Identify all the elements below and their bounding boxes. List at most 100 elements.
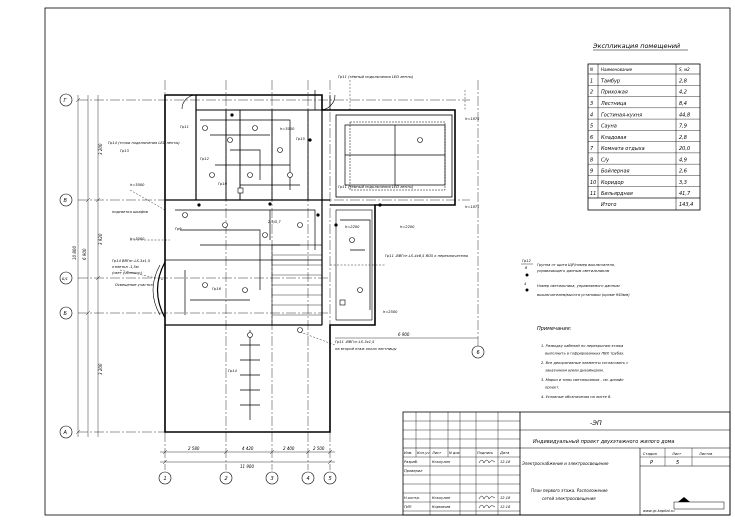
h-value-2: h=1875 <box>465 117 480 121</box>
explication-total-value: 143,4 <box>679 202 693 208</box>
name-gip: Кормачев <box>432 505 450 509</box>
h-value-6: h=2500 <box>383 310 398 314</box>
axis-label-b: Б <box>64 311 68 317</box>
stage-header: Стадия <box>643 452 658 456</box>
group-label-16: Гр16 <box>212 287 222 291</box>
date-normcontrol: 12.18 <box>500 496 511 500</box>
note-line: 4. Условные обозначения на листе 6. <box>541 395 611 399</box>
sheets-header: Листов <box>698 452 712 456</box>
plan-labels: Гр11 (тёмный подключения LED ленты) Гр11… <box>108 75 480 373</box>
explication-row-name: Тамбур <box>601 78 620 84</box>
explication-row-area: 3,3 <box>679 180 687 186</box>
explication-row-name: Бойлерная <box>601 169 630 175</box>
sheet-title-line2: сетей электроосвещения <box>542 496 596 501</box>
leader-lines <box>119 80 466 346</box>
col-koluch: Кол.уч <box>417 451 429 455</box>
explication-row-number: 7 <box>590 146 594 152</box>
cable-label-6: Гр14 ВВГнг-LS-3х1,5 <box>112 259 151 263</box>
note-line: 3. Марки и типы светильников - см. дизай… <box>541 378 624 382</box>
group-label-12: Гр12 <box>200 157 210 161</box>
col-data: Дата <box>499 451 509 455</box>
role-gip: ГИП <box>404 505 412 509</box>
cable-label-4b: на второй этаж около лестницы <box>335 347 397 351</box>
group-label-11: Гр11 <box>180 125 189 129</box>
notes-title: Примечания: <box>537 326 572 332</box>
cable-routes <box>175 90 446 420</box>
h-value-8: h=3000 <box>130 237 145 241</box>
group-label-13: Гр13 <box>120 149 130 153</box>
legend-item1-line1: Группа от щита ЩР/номер выключателя, <box>537 263 615 267</box>
note-line: 2. Все декоративные элементы согласовать… <box>541 361 628 365</box>
grid-axes <box>78 80 479 470</box>
explication-row-name: Комната отдыха <box>601 146 645 152</box>
legend-symbol-luminaire-no: 4 <box>524 282 527 286</box>
cable-label-2: Гр11 (тёмный подключения LED ленты) <box>338 185 414 189</box>
legend-symbol-number: 6 <box>525 266 528 270</box>
explication-row-area: 4,2 <box>679 90 687 96</box>
axis-label-3: 3 <box>271 476 274 482</box>
axis-label-4: 4 <box>307 476 310 482</box>
project-name: Индивидуальный проект двухэтажного жилог… <box>533 439 674 445</box>
website: www.gr-kapital.ru <box>643 509 675 513</box>
note-line: выполнить в гофрированных ПВХ трубах. <box>545 352 624 356</box>
explication-row-number: 2 <box>590 90 593 96</box>
date-developer: 12.18 <box>500 460 511 464</box>
switch-note: 2,5/5,7 <box>268 220 281 224</box>
notes-lines: 1. Разводку кабелей по перекрытию этажав… <box>541 344 628 399</box>
axis-label-a: А <box>63 430 68 436</box>
legend-switch-icon <box>525 273 529 277</box>
callout-shelf-light: подсветка шкафов <box>112 210 148 214</box>
explication-row-area: 8,4 <box>679 101 687 107</box>
axis-label-b1: Б/1 <box>62 277 68 281</box>
explication-row-number: 10 <box>590 180 596 186</box>
role-checker: Проверил <box>404 469 423 473</box>
explication-row-area: 2,8 <box>679 78 687 84</box>
explication-row-area: 2,8 <box>679 135 687 141</box>
h-value-4: h=2200 <box>345 225 360 229</box>
notes: Примечания: 1. Разводку кабелей по перек… <box>537 326 628 399</box>
col-podpis: Подпись <box>477 451 493 455</box>
title-block <box>402 411 731 516</box>
explication-row-area: 4,9 <box>679 157 687 163</box>
cable-label-6c: (свет уличного) <box>112 271 142 275</box>
h-value-7: h=3000 <box>280 127 295 131</box>
dim-bottom-3: 2 400 <box>283 446 295 451</box>
dim-bottom-2: 4 420 <box>242 446 254 451</box>
title-block-text: -ЭП Индивидуальный проект двухэтажного ж… <box>404 419 712 513</box>
col-list: Лист <box>431 451 442 455</box>
axis-label-5: 5 <box>329 476 332 482</box>
group-label-10: Гр10 <box>218 182 228 186</box>
explication-row-number: 8 <box>590 157 593 163</box>
legend-switch-icon-2 <box>525 288 529 292</box>
explication-row-number: 4 <box>590 112 593 118</box>
dim-left-mid: 6 900 <box>82 248 87 260</box>
cable-label-6b: отметка -1,5м <box>112 265 139 269</box>
switches <box>197 113 382 227</box>
stage-value: Р <box>650 460 653 466</box>
cable-label-5: Гр14 (точки подключения LED ленты) <box>108 141 180 145</box>
dim-bottom-1: 2 580 <box>188 446 200 451</box>
sheet-number: 5 <box>676 460 679 466</box>
right-wing-rooms <box>335 114 453 321</box>
note-line: проект. <box>545 386 559 390</box>
explication-row-name: Бильярдная <box>601 191 633 197</box>
dim-left-1: 3 200 <box>98 143 103 155</box>
explication-row-number: 9 <box>590 169 593 175</box>
legend-item1-line2: управляющего данным светильником <box>536 269 610 273</box>
col-ndok: N док <box>449 451 461 455</box>
axis-label-1: 1 <box>164 476 167 482</box>
role-normcontrol: Н.контр. <box>404 496 420 500</box>
luminaires <box>182 125 423 338</box>
explication-row-name: Лестница <box>600 101 626 107</box>
group-label-14: Гр14 <box>228 369 238 373</box>
sheet-title-line1: План первого этажа. Расположение <box>531 488 608 493</box>
explication-row-area: 7,9 <box>679 124 687 130</box>
axis-label-v: В <box>64 198 68 204</box>
dimension-lines-bottom <box>160 449 335 465</box>
axis-bubbles-columns: 1 2 3 4 5 6 <box>158 345 485 485</box>
explication-row-area: 41,7 <box>679 191 691 197</box>
explication-row-area: 20,0 <box>679 146 690 152</box>
explication-row-name: Сауна <box>601 124 617 130</box>
